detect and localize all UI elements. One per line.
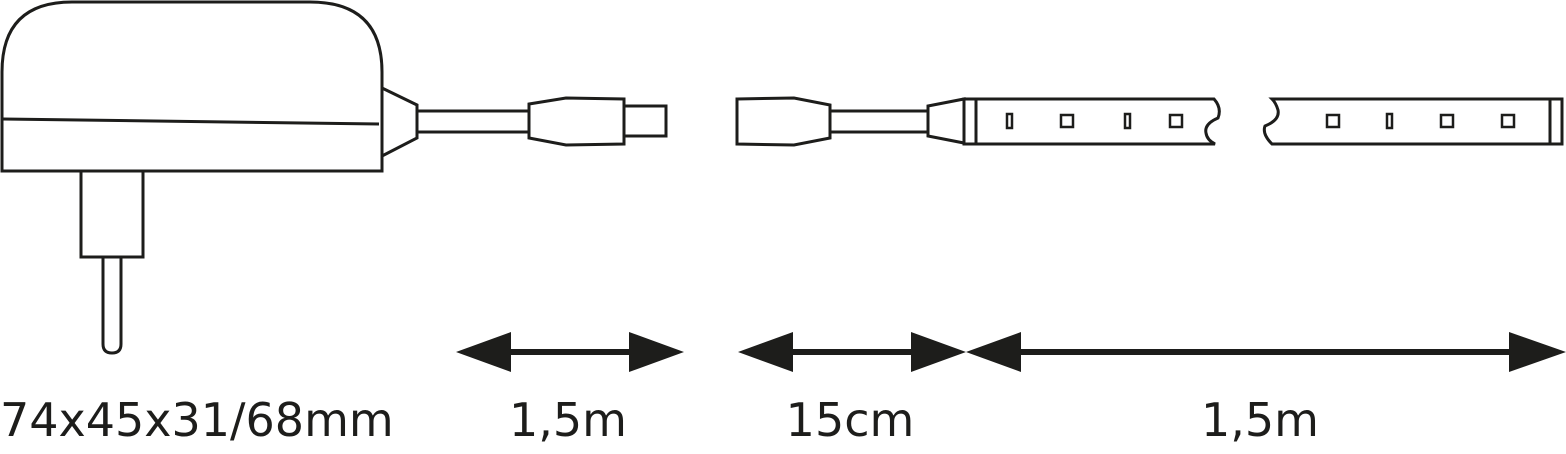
led-chip-icon xyxy=(1168,113,1184,129)
adapter-plug-base xyxy=(79,169,145,259)
arrow-left-head xyxy=(456,332,511,372)
arrow-left-head xyxy=(966,332,1021,372)
led-strip-left-icon xyxy=(962,97,1221,146)
dc-plug-tip xyxy=(622,104,668,138)
led-chip-icon xyxy=(1059,113,1075,129)
led-chip-icon xyxy=(1385,112,1394,130)
lead-length-label: 15cm xyxy=(785,393,915,447)
strip-length-arrow-icon xyxy=(966,332,1566,372)
adapter-cable-icon xyxy=(415,96,668,147)
led-chip-icon xyxy=(1500,113,1516,129)
adapter-strain-relief xyxy=(380,85,419,159)
led-strip-right-body xyxy=(1262,97,1564,146)
dc-socket-body xyxy=(735,96,832,147)
dc-plug-body xyxy=(527,96,626,147)
adapter-housing xyxy=(0,0,384,173)
arrow-right-head xyxy=(1509,332,1566,372)
adapter-dimension-label: 74x45x31/68mm xyxy=(0,393,394,447)
led-chip-icon xyxy=(1439,113,1455,129)
arrow-left-head xyxy=(738,332,793,372)
arrow-right-head xyxy=(629,332,684,372)
adapter-cable-wire xyxy=(415,109,531,134)
led-chip-icon xyxy=(1005,112,1014,130)
power-adapter-icon xyxy=(0,0,419,355)
arrow-right-head xyxy=(911,332,966,372)
cable-length-label: 1,5m xyxy=(509,393,627,447)
strip-connector-cap xyxy=(926,97,966,145)
led-strip-right-icon xyxy=(1262,97,1564,146)
strip-length-label: 1,5m xyxy=(1201,393,1319,447)
lead-length-arrow-icon xyxy=(738,332,966,372)
led-strip-left-body xyxy=(962,97,1221,146)
connection-lead-wire xyxy=(828,109,930,134)
led-chip-icon xyxy=(1123,112,1132,130)
connection-lead-icon xyxy=(735,96,966,147)
led-chip-icon xyxy=(1325,113,1341,129)
adapter-plug-pin xyxy=(101,255,123,355)
adapter-seam-line xyxy=(2,117,380,126)
cable-length-arrow-icon xyxy=(456,332,684,372)
